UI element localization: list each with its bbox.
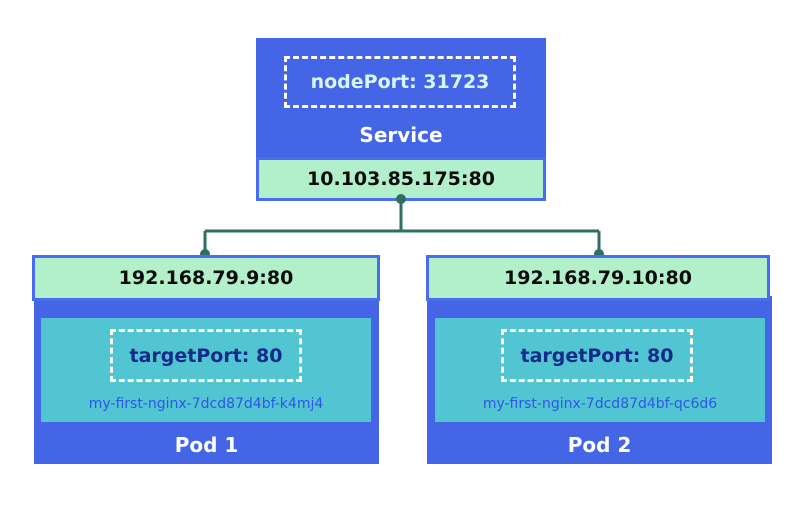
- target-port-label: targetPort: 80: [501, 329, 693, 382]
- pod-ip-text: 192.168.79.9:80: [118, 267, 294, 289]
- pod-label: Pod 2: [567, 433, 632, 457]
- connector-dot-service: [396, 194, 406, 204]
- service-label: Service: [359, 123, 443, 147]
- target-port-label: targetPort: 80: [110, 329, 302, 382]
- pod-ip-box: 192.168.79.10:80: [426, 255, 770, 301]
- pod-inner-box: [435, 318, 765, 422]
- pod-label: Pod 1: [174, 433, 239, 457]
- pod-inner-box: [41, 318, 371, 422]
- node-port-text: nodePort: 31723: [310, 71, 490, 93]
- node-port-label: nodePort: 31723: [284, 56, 516, 108]
- target-port-text: targetPort: 80: [129, 344, 283, 367]
- service-ip-text: 10.103.85.175:80: [307, 168, 495, 190]
- pod-ip-text: 192.168.79.10:80: [504, 267, 692, 289]
- pod-name: my-first-nginx-7dcd87d4bf-qc6d6: [482, 396, 718, 412]
- pod-ip-box: 192.168.79.9:80: [32, 255, 380, 301]
- target-port-text: targetPort: 80: [520, 344, 674, 367]
- pod-name: my-first-nginx-7dcd87d4bf-k4mj4: [88, 396, 324, 412]
